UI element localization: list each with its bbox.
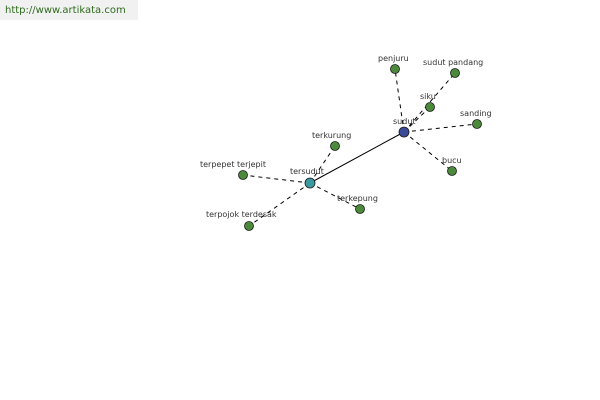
- edge-tersudut-terpepet-terjepit: [242, 174, 311, 184]
- edge-sudut-tersudut: [309, 131, 405, 184]
- node-label-terkepung[interactable]: terkepung: [337, 194, 378, 203]
- node-terpojok-terdesak[interactable]: [244, 221, 254, 231]
- node-label-bucu[interactable]: bucu: [442, 156, 462, 165]
- url-banner: http://www.artikata.com: [0, 0, 138, 20]
- node-sanding[interactable]: [472, 119, 482, 129]
- node-bucu[interactable]: [447, 166, 457, 176]
- node-label-terkurung[interactable]: terkurung: [312, 131, 351, 140]
- edges-layer: [242, 68, 478, 227]
- node-label-sudut-pandang[interactable]: sudut pandang: [423, 58, 483, 67]
- node-label-sudut[interactable]: sudut: [393, 117, 416, 126]
- edge-sudut-bucu: [403, 131, 453, 172]
- node-terpepet-terjepit[interactable]: [238, 170, 248, 180]
- nodes-layer: [238, 64, 482, 231]
- node-tersudut[interactable]: [304, 177, 316, 189]
- node-penjuru[interactable]: [390, 64, 400, 74]
- node-sudut[interactable]: [398, 126, 410, 138]
- node-label-terpepet-terjepit[interactable]: terpepet terjepit: [200, 160, 266, 169]
- edge-sudut-penjuru: [394, 68, 405, 133]
- node-label-sanding[interactable]: sanding: [460, 109, 492, 118]
- edge-tersudut-terkepung: [309, 182, 361, 210]
- node-label-penjuru[interactable]: penjuru: [378, 54, 409, 63]
- node-terkepung[interactable]: [355, 204, 365, 214]
- edge-tersudut-terkurung: [309, 145, 336, 184]
- node-label-siku[interactable]: siku: [420, 92, 436, 101]
- node-label-tersudut[interactable]: tersudut: [290, 167, 324, 176]
- node-sudut-pandang[interactable]: [450, 68, 460, 78]
- labels-layer: sudut tersudut penjuru sudut pandang siku san…: [200, 54, 492, 219]
- site-url-link[interactable]: http://www.artikata.com: [5, 5, 126, 16]
- edge-sudut-sudut-pandang: [403, 72, 456, 133]
- edge-sudut-siku: [403, 106, 431, 133]
- edge-tersudut-terpojok-terdesak: [248, 182, 311, 227]
- node-terkurung[interactable]: [330, 141, 340, 151]
- node-label-terpojok-terdesak[interactable]: terpojok terdesak: [206, 210, 277, 219]
- node-siku[interactable]: [425, 102, 435, 112]
